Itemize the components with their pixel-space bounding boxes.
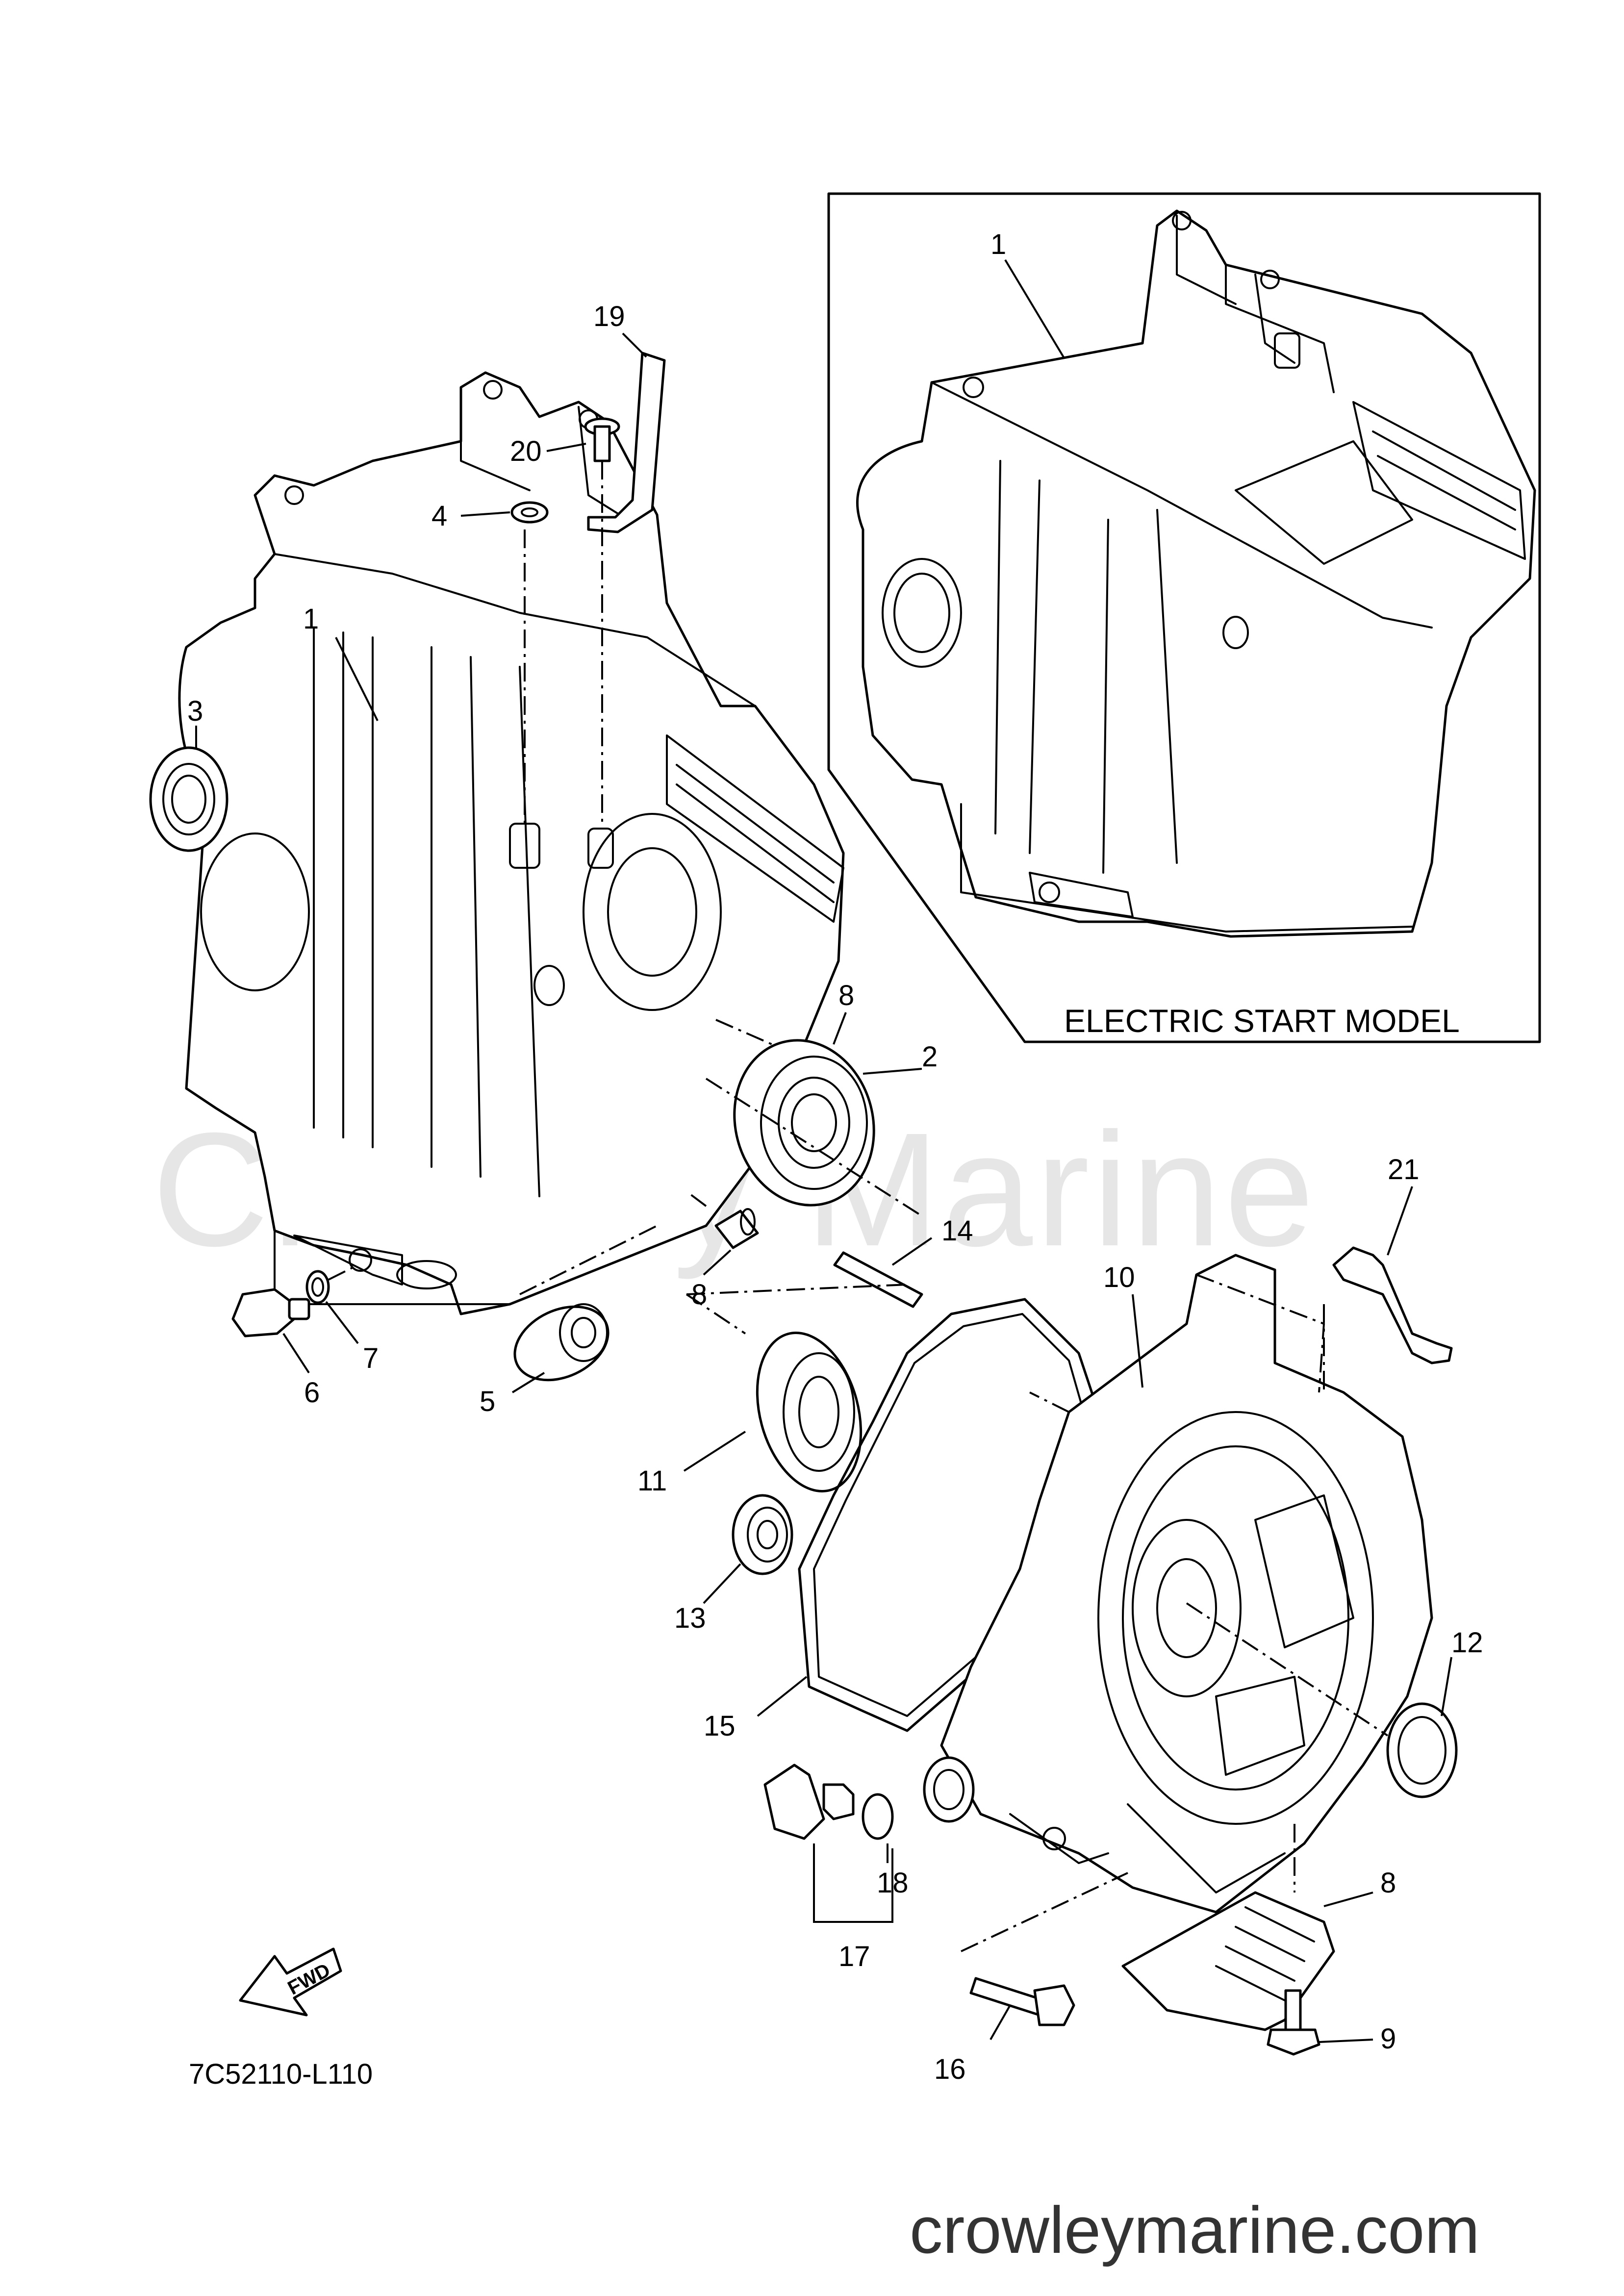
oil-seal-13 (1186, 1602, 1458, 1798)
drain-bolt-6 (231, 1288, 310, 1337)
dowel-pin-8b (685, 1190, 759, 1249)
callout-20: 19 (593, 301, 625, 332)
callout-19: 18 (877, 1867, 909, 1899)
bearing-12 (756, 1332, 863, 1492)
callout-22: 21 (1388, 1154, 1420, 1186)
inset-panel: ELECTRIC START MODEL (827, 192, 1541, 1043)
drain-plug-18 (763, 1764, 855, 1840)
guide-20 (587, 352, 666, 533)
inset-label: ELECTRIC START MODEL (1064, 1003, 1460, 1039)
crankcase (178, 371, 845, 1315)
gasket-7 (305, 1264, 358, 1304)
guide-22 (1323, 1246, 1453, 1392)
callout-9: 8 (1380, 1867, 1396, 1899)
pin-15 (833, 1251, 923, 1308)
bolt-17 (961, 1872, 1128, 2026)
callout-13: 12 (1451, 1627, 1483, 1659)
callout-5: 5 (480, 1386, 495, 1417)
bearing-14 (732, 1494, 793, 1575)
callout-12: 11 (637, 1465, 667, 1497)
callout-1-inset: 1 (990, 228, 1006, 260)
callout-15: 14 (941, 1215, 973, 1247)
oil-seal-3 (149, 746, 228, 852)
callout-16: 15 (704, 1710, 736, 1742)
callout-1: 1 (303, 603, 319, 635)
callout-8a: 8 (838, 980, 854, 1011)
callout-10: 9 (1380, 2023, 1396, 2055)
bearing-2 (705, 1039, 923, 1217)
bolt-10 (1267, 1989, 1320, 2056)
fwd-arrow-icon: FWD (239, 1947, 342, 2017)
bearing-5 (513, 1303, 609, 1382)
callout-3: 3 (187, 695, 203, 727)
callout-18: 17 (838, 1941, 870, 1972)
callout-6: 6 (304, 1377, 320, 1409)
collar-4 (510, 501, 549, 824)
footer-site[interactable]: crowleymarine.com (910, 2193, 1480, 2267)
callout-11: 10 (1103, 1262, 1135, 1293)
callout-14: 13 (674, 1602, 706, 1634)
crankcase-cover-11 (923, 1254, 1433, 1914)
callout-4: 4 (431, 500, 447, 532)
diagram-code: 7C52110-L110 (189, 2058, 373, 2090)
callout-21: 20 (510, 435, 542, 467)
bolt-21 (584, 417, 620, 824)
inset-crankcase (856, 209, 1536, 938)
callout-2: 2 (922, 1041, 938, 1073)
o-ring-19 (862, 1793, 894, 1840)
callout-7: 7 (363, 1342, 379, 1374)
callout-17: 16 (934, 2053, 966, 2085)
gasket-16 (798, 1298, 1100, 1732)
cover-9 (1121, 1824, 1335, 2031)
